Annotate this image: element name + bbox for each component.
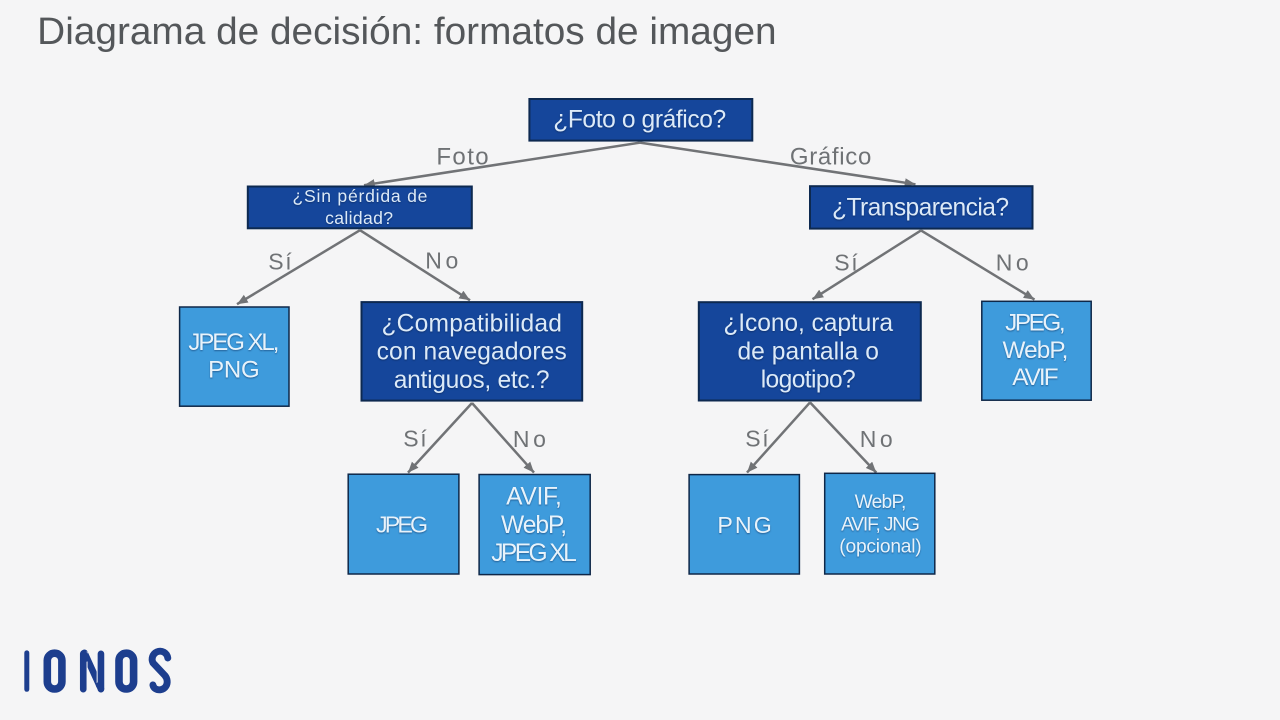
svg-text:Sí: Sí (268, 248, 292, 274)
svg-text:AVIF: AVIF (1012, 364, 1058, 391)
svg-text:Sí: Sí (745, 426, 769, 452)
svg-text:Sí: Sí (403, 426, 427, 452)
svg-text:calidad?: calidad? (325, 208, 393, 228)
svg-text:¿Icono, captura: ¿Icono, captura (723, 310, 893, 337)
svg-text:No: No (860, 426, 893, 452)
svg-text:¿Foto o gráfico?: ¿Foto o gráfico? (553, 107, 726, 134)
svg-text:¿Sin pérdida de: ¿Sin pérdida de (293, 186, 428, 206)
svg-text:AVIF,: AVIF, (506, 484, 562, 511)
svg-text:No: No (996, 249, 1029, 275)
svg-text:No: No (425, 248, 458, 274)
svg-text:JPEG,: JPEG, (1005, 310, 1066, 337)
svg-text:¿Transparencia?: ¿Transparencia? (832, 195, 1009, 222)
svg-text:WebP,: WebP, (855, 492, 907, 513)
svg-text:PNG: PNG (208, 356, 260, 383)
svg-text:Diagrama de decisión: formatos: Diagrama de decisión: formatos de imagen (37, 10, 776, 52)
svg-text:Foto: Foto (436, 143, 488, 170)
svg-text:antiguos, etc.?: antiguos, etc.? (394, 367, 550, 394)
svg-text:Gráfico: Gráfico (790, 144, 872, 171)
svg-text:de pantalla o: de pantalla o (737, 338, 879, 365)
svg-text:JPEG XL: JPEG XL (491, 540, 577, 567)
svg-text:No: No (513, 426, 546, 452)
svg-text:WebP,: WebP, (1002, 337, 1068, 364)
svg-text:(opcional): (opcional) (839, 537, 921, 558)
svg-text:JPEG: JPEG (376, 512, 428, 538)
svg-text:Sí: Sí (834, 249, 858, 275)
svg-text:con navegadores: con navegadores (377, 339, 567, 366)
svg-text:JPEG XL,: JPEG XL, (188, 329, 279, 356)
svg-text:WebP,: WebP, (501, 512, 567, 539)
svg-text:PNG: PNG (717, 512, 772, 538)
svg-text:¿Compatibilidad: ¿Compatibilidad (381, 311, 562, 338)
svg-text:logotipo?: logotipo? (761, 367, 856, 394)
svg-text:AVIF, JNG: AVIF, JNG (841, 514, 920, 535)
